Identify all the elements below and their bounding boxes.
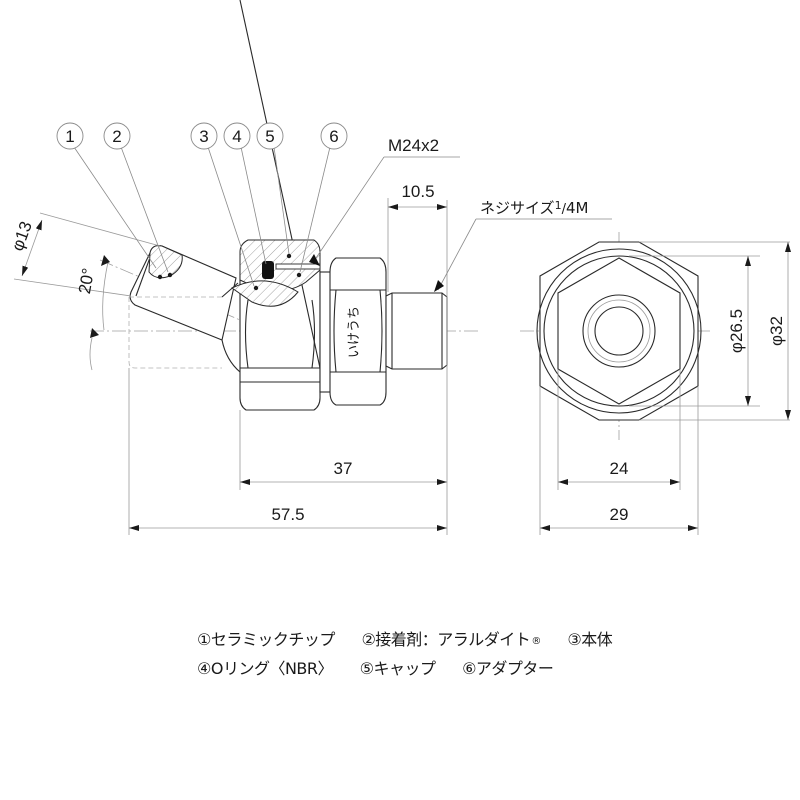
callout-6: 6: [320, 122, 348, 150]
callout-4: 4: [223, 122, 251, 150]
svg-text:2: 2: [112, 127, 121, 146]
callout-leaders: [73, 146, 612, 292]
svg-text:ネジサイズ1/4M: ネジサイズ1/4M: [480, 199, 588, 217]
svg-text:5: 5: [265, 127, 274, 146]
legend-item-adapter: ⑥アダプター: [462, 659, 554, 678]
legend-item-o-ring: ④Oリング〈NBR〉: [197, 659, 334, 678]
callout-5: 5: [256, 122, 284, 150]
body-part: [221, 0, 321, 411]
svg-text:6: 6: [329, 127, 338, 146]
legend-item-ceramic-tip: ①セラミックチップ: [197, 630, 335, 649]
dim-outer-diameter: φ32: [767, 316, 786, 346]
ceramic-tip: [128, 245, 237, 369]
nut-marking: いけうち: [347, 306, 362, 358]
end-view: [536, 241, 702, 421]
legend-item-adhesive: ②接着剤：アラルダイト®: [361, 630, 541, 649]
svg-text:1: 1: [65, 127, 74, 146]
dim-total-length: 57.5: [271, 505, 304, 524]
dimension-labels: 10.5 37 57.5 24 29 φ26.5 φ32 φ13 20°: [8, 182, 786, 524]
legend-row-2: ④Oリング〈NBR〉 ⑤キャップ ⑥アダプター: [197, 655, 612, 682]
parts-legend: ①セラミックチップ ②接着剤：アラルダイト® ③本体 ④Oリング〈NBR〉 ⑤キ…: [197, 626, 613, 682]
callout-2: 2: [103, 122, 131, 150]
adapter-nut: いけうち: [319, 257, 387, 406]
callout-bubbles: 1 2 3 4 5 6: [56, 122, 348, 150]
dim-body-length: 37: [334, 459, 353, 478]
thread-spec-label: M24x2: [388, 136, 439, 155]
dim-hex-flats: 24: [610, 459, 629, 478]
screw-size-label: ネジサイズ1/4M: [480, 199, 588, 217]
dim-hex-corners: 29: [610, 505, 629, 524]
dimension-lines: [21, 204, 791, 531]
legend-item-body: ③本体: [567, 630, 613, 649]
svg-text:3: 3: [199, 127, 208, 146]
legend-row-1: ①セラミックチップ ②接着剤：アラルダイト® ③本体: [197, 626, 613, 655]
callout-1: 1: [56, 122, 84, 150]
legend-item-cap: ⑤キャップ: [359, 659, 436, 678]
svg-text:4: 4: [232, 127, 241, 146]
dim-inner-diameter: φ26.5: [727, 309, 746, 353]
callout-3: 3: [190, 122, 218, 150]
dim-thread-length: 10.5: [401, 182, 434, 201]
threaded-stem: [385, 292, 448, 370]
extension-lines: [13, 198, 790, 535]
dim-angle: 20°: [75, 267, 98, 296]
